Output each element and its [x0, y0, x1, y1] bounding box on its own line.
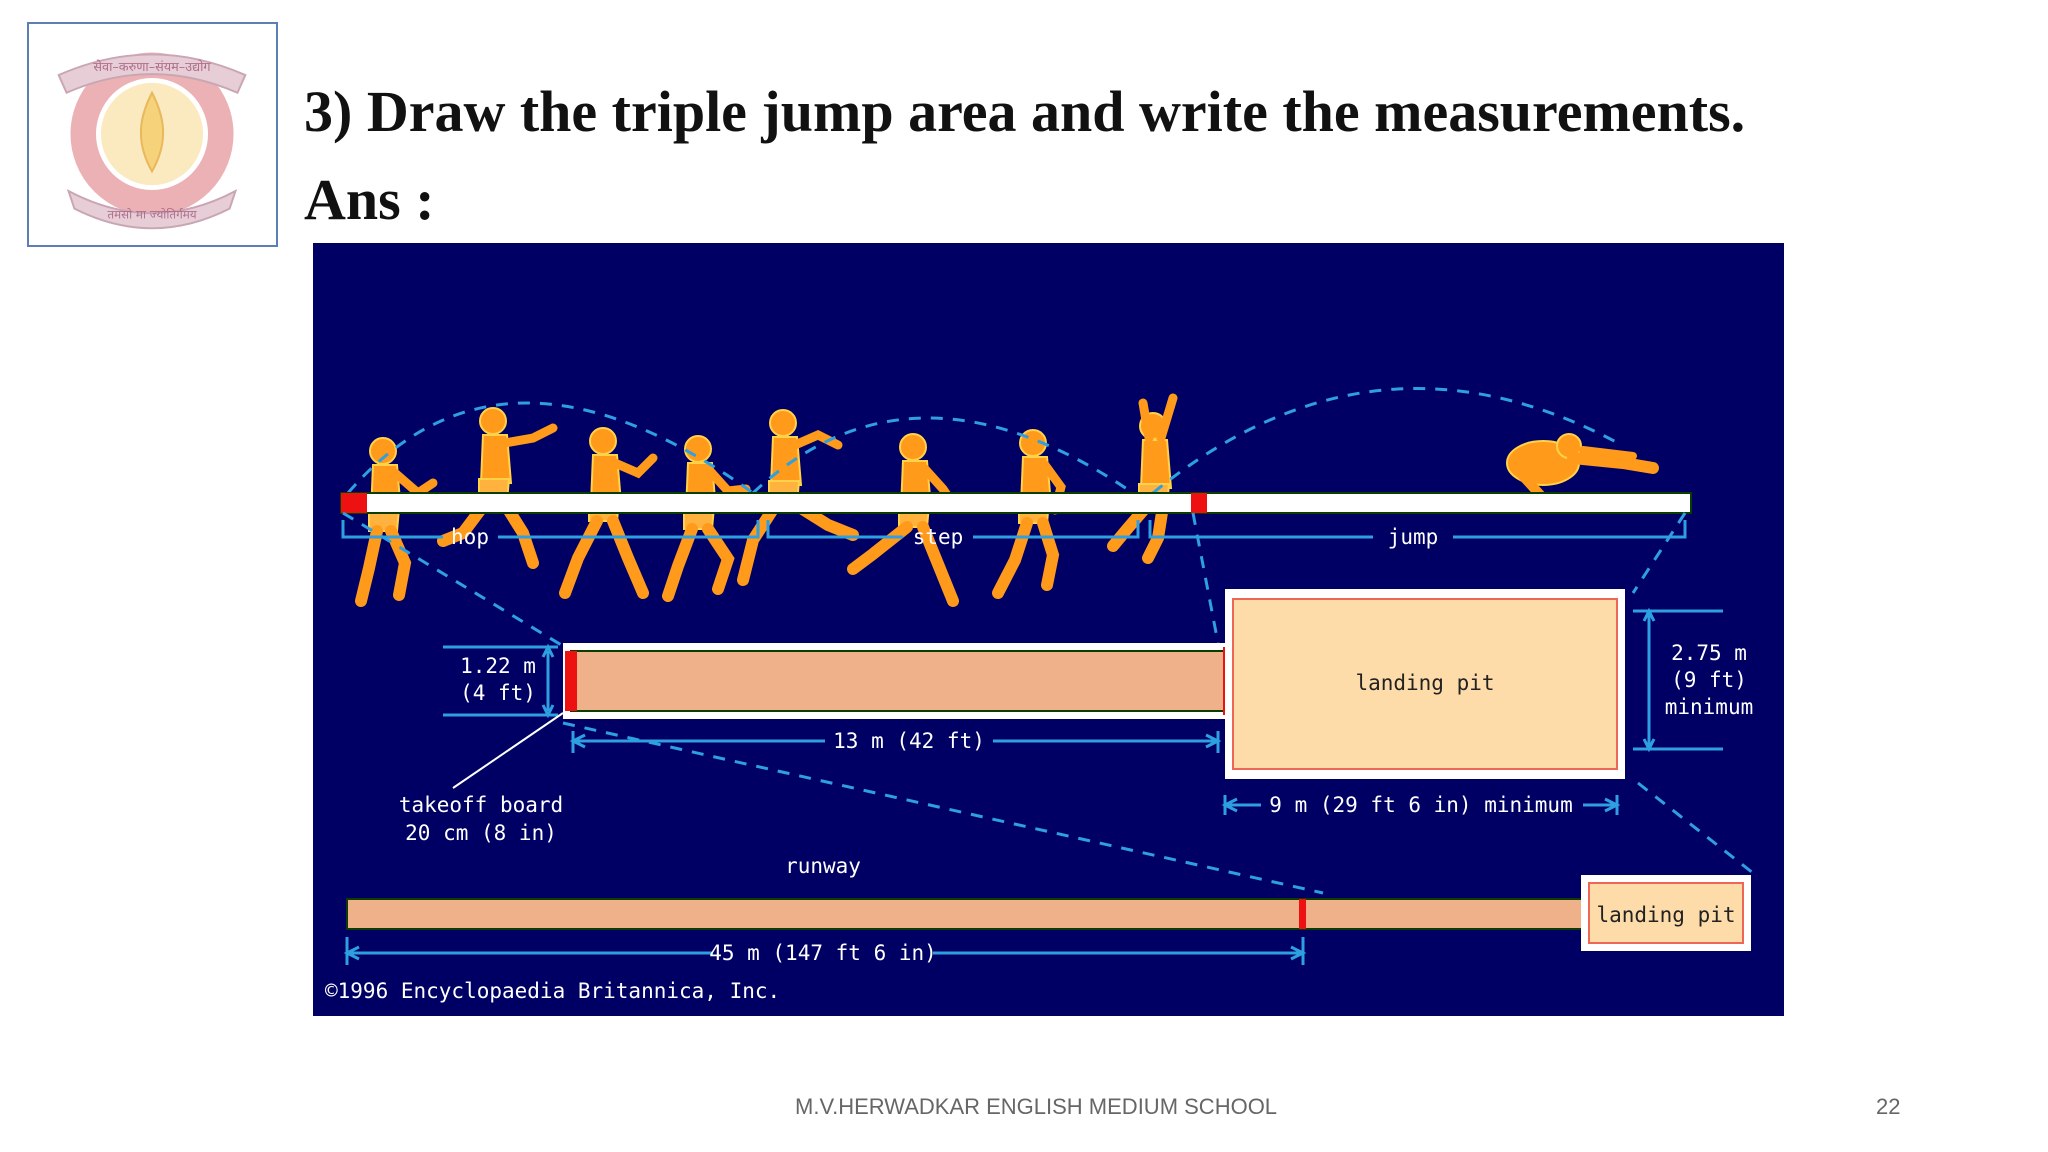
logo-emblem: सेवा–करुणा–संयम–उद्योग तमसो मा ज्योतिर्ग… — [57, 52, 247, 230]
takeoff-board-mid — [1191, 493, 1207, 513]
jump-arc — [1152, 386, 1619, 495]
bottom-runway — [346, 898, 1588, 930]
runway-length-label: 45 m (147 ft 6 in) — [709, 941, 937, 965]
detail-runway — [563, 643, 1237, 719]
takeoff-callout-line — [452, 712, 564, 789]
board-width-dimension — [443, 643, 558, 719]
pit-length-dimension — [1221, 795, 1621, 815]
question-title: 3) Draw the triple jump area and write t… — [304, 79, 1746, 144]
runway-length-dimension — [343, 937, 1307, 965]
phase-brackets — [341, 520, 1687, 539]
bottom-landing-pit-label: landing pit — [1596, 903, 1735, 927]
jump-label: jump — [1388, 525, 1439, 549]
takeoff-label-line2: 20 cm (8 in) — [405, 821, 557, 845]
detail-landing-pit: landing pit — [1225, 589, 1625, 779]
athlete-figures — [355, 393, 1659, 607]
takeoff-board-top — [341, 493, 367, 513]
school-footer: M.V.HERWADKAR ENGLISH MEDIUM SCHOOL — [795, 1094, 1278, 1119]
takeoff-label-line1: takeoff board — [399, 793, 563, 817]
bottom-landing-pit: landing pit — [1581, 875, 1751, 951]
pit-length-label: 9 m (29 ft 6 in) minimum — [1269, 793, 1572, 817]
hop-arc — [346, 401, 754, 495]
athlete-figure-4 — [662, 435, 751, 602]
board-to-pit-label: 13 m (42 ft) — [833, 729, 985, 753]
athlete-figure-6 — [847, 433, 959, 607]
pit-width-line1: 2.75 m — [1671, 641, 1747, 665]
runway-label: runway — [785, 854, 861, 878]
bottom-takeoff-board — [1299, 899, 1306, 929]
takeoff-board-left — [565, 651, 577, 711]
landing-pit-label: landing pit — [1355, 671, 1494, 695]
logo-top-motto: सेवा–करुणा–संयम–उद्योग — [93, 59, 211, 75]
pit-width-line2: (9 ft) — [1671, 668, 1747, 692]
hop-label: hop — [451, 525, 489, 549]
athlete-figure-8 — [1107, 393, 1178, 564]
copyright-text: ©1996 Encyclopaedia Britannica, Inc. — [325, 979, 780, 1003]
step-arc — [751, 416, 1134, 495]
athlete-figure-1 — [355, 437, 438, 607]
school-logo: सेवा–करुणा–संयम–उद्योग तमसो मा ज्योतिर्ग… — [27, 22, 278, 247]
answer-label: Ans : — [304, 167, 435, 232]
flight-arcs — [346, 386, 1619, 495]
board-width-line1: 1.22 m — [460, 654, 536, 678]
pit-width-line3: minimum — [1665, 695, 1754, 719]
page-number: 22 — [1876, 1094, 1901, 1119]
triple-jump-diagram: hop step jump landing pit — [313, 243, 1784, 1016]
top-runway-strip — [340, 492, 1692, 514]
logo-bottom-motto: तमसो मा ज्योतिर्गमय — [107, 207, 196, 221]
step-label: step — [913, 525, 964, 549]
board-width-line2: (4 ft) — [460, 681, 536, 705]
zoom-lines — [342, 511, 1754, 895]
athlete-figure-3 — [559, 427, 658, 599]
board-to-pit-dimension — [569, 731, 1222, 753]
pit-width-dimension — [1633, 607, 1723, 753]
